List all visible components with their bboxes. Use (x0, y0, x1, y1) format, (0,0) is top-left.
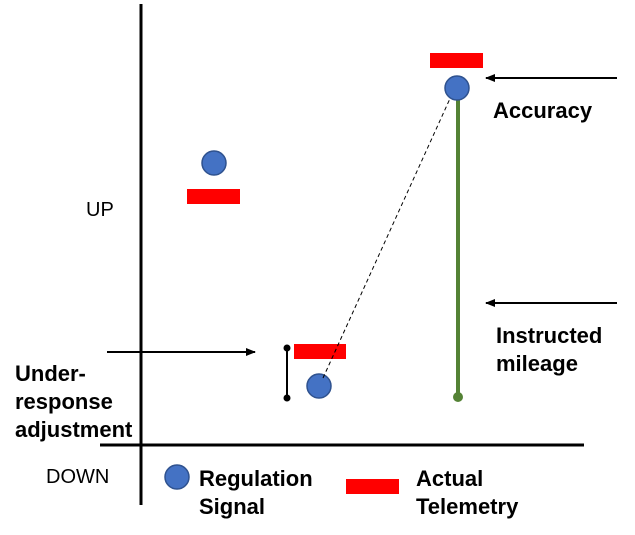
accuracy-label: Accuracy (493, 98, 593, 123)
under-response-label: Under- response adjustment (15, 360, 132, 444)
legend-regulation-signal-label: Regulation Signal (199, 465, 313, 521)
legend-actual-telemetry-line-2: Telemetry (416, 494, 519, 519)
regulation-signal-point-3 (444, 75, 470, 101)
regulation-signal-point-1 (201, 150, 227, 176)
instructed-mileage-label: Instructed mileage (496, 322, 602, 378)
under-response-label-line-3: adjustment (15, 417, 133, 442)
under-response-label-line-2: response (15, 389, 113, 414)
regulation-signal-point-2 (306, 373, 332, 399)
down-axis-label: DOWN (46, 466, 110, 488)
under-response-bracket-top-dot (283, 344, 291, 352)
under-response-label-line-1: Under- (15, 361, 86, 386)
signal-movement-dashed-line (322, 91, 454, 379)
legend-regulation-signal-line-1: Regulation (199, 466, 313, 491)
legend-actual-telemetry-label: Actual Telemetry (416, 465, 518, 521)
legend-regulation-signal-marker (164, 464, 190, 490)
instructed-mileage-label-line-1: Instructed (496, 323, 603, 348)
legend-actual-telemetry-line-1: Actual (416, 466, 484, 491)
actual-telemetry-bar-3 (430, 53, 483, 68)
legend-actual-telemetry-marker (346, 479, 399, 494)
legend-regulation-signal-line-2: Signal (199, 494, 266, 519)
instructed-mileage-label-line-2: mileage (496, 351, 578, 376)
instructed-mileage-end-dot (453, 392, 463, 402)
under-response-bracket-bottom-dot (283, 394, 291, 402)
actual-telemetry-bar-1 (187, 189, 240, 204)
actual-telemetry-bar-2 (294, 344, 346, 359)
up-axis-label: UP (86, 199, 114, 221)
